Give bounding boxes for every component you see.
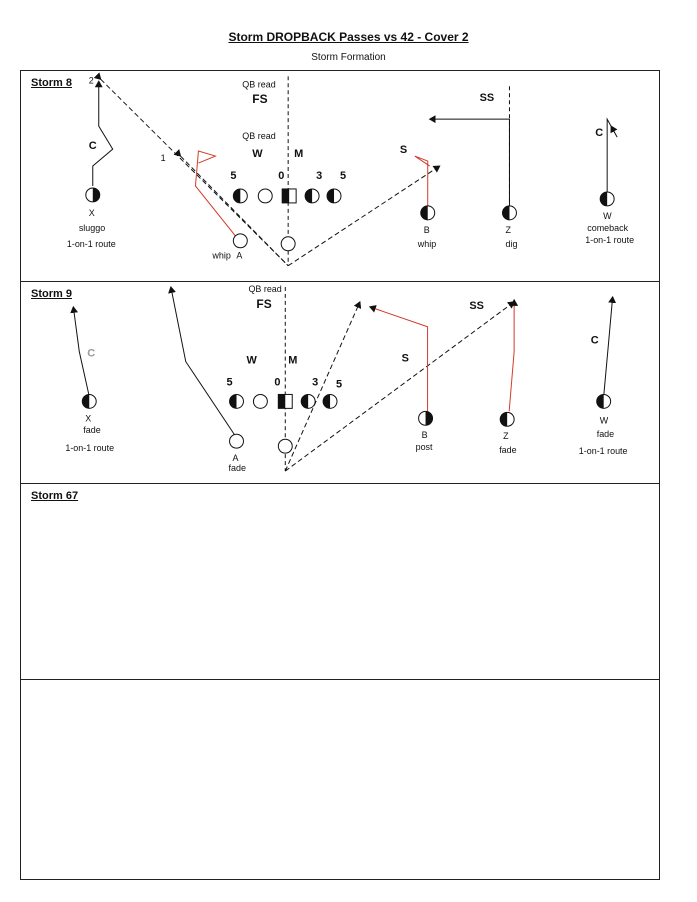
qb-read-label: QB read xyxy=(248,284,281,294)
play-diagram-storm-8: QB read FS QB read W M SS S C C 5 0 3 5 … xyxy=(67,72,634,267)
s-defender: S xyxy=(400,144,407,156)
a-label: A xyxy=(236,251,242,261)
z-route-label: fade xyxy=(499,445,516,455)
w-route xyxy=(606,117,618,193)
offensive-line xyxy=(229,393,338,409)
receiver-x xyxy=(85,187,101,203)
w-route xyxy=(603,295,617,397)
read-1-label: 1 xyxy=(161,153,166,163)
dl-3: 3 xyxy=(316,170,322,182)
a-route-label: fade xyxy=(229,463,246,473)
receiver-w xyxy=(599,191,615,207)
w-route-label: comeback xyxy=(587,223,628,233)
x-route-label: fade xyxy=(83,425,100,435)
b-route-label: whip xyxy=(417,239,436,249)
b-label: B xyxy=(422,430,428,440)
panel-title: Storm 8 xyxy=(31,77,72,89)
w-label: W xyxy=(603,211,612,221)
panel-storm-67: Storm 67 xyxy=(21,483,659,679)
b-route xyxy=(368,305,429,412)
b-route xyxy=(414,155,430,206)
s-defender: S xyxy=(402,353,409,365)
read-1-line xyxy=(173,149,289,267)
receiver-z xyxy=(501,205,517,221)
x-route xyxy=(70,305,90,397)
x-label: X xyxy=(85,413,91,423)
dl-5-right: 5 xyxy=(340,170,346,182)
w-note: 1-on-1 route xyxy=(579,446,628,456)
offensive-line xyxy=(232,188,342,204)
read-2-label: 2 xyxy=(89,75,94,85)
panel-empty xyxy=(21,679,659,879)
receiver-x xyxy=(81,393,97,409)
x-label: X xyxy=(89,208,95,218)
qb-read-label-2: QB read xyxy=(242,131,275,141)
read-line-post xyxy=(284,300,362,472)
z-label: Z xyxy=(505,225,511,235)
fs-label: FS xyxy=(252,92,267,106)
panel-storm-8: Storm 8 xyxy=(21,71,659,281)
x-route-label: sluggo xyxy=(79,223,105,233)
c-right-label: C xyxy=(591,335,599,347)
a-route-label: whip xyxy=(211,251,230,261)
panel-title: Storm 67 xyxy=(31,490,79,502)
dl-5-left: 5 xyxy=(227,376,233,388)
quarterback xyxy=(280,236,296,252)
ss-label: SS xyxy=(480,92,495,104)
qb-read-label-1: QB read xyxy=(242,79,275,89)
a-route xyxy=(168,285,236,437)
read-line-fade xyxy=(284,301,515,472)
panel-title: Storm 9 xyxy=(31,288,72,300)
receiver-b xyxy=(418,410,434,426)
a-route xyxy=(194,150,236,237)
z-route-label: dig xyxy=(505,239,517,249)
z-route xyxy=(428,115,510,206)
read-2-line xyxy=(93,72,289,267)
w-note: 1-on-1 route xyxy=(585,235,634,245)
panel-storm-9: Storm 9 QB read FS SS W xyxy=(21,281,659,483)
c-left-label: C xyxy=(87,348,95,360)
page-title: Storm DROPBACK Passes vs 42 - Cover 2 xyxy=(228,30,469,44)
w-label: W xyxy=(600,415,609,425)
z-route xyxy=(508,298,519,412)
c-left-label: C xyxy=(89,140,97,152)
x-note: 1-on-1 route xyxy=(65,443,114,453)
dl-5-right: 5 xyxy=(336,378,342,390)
receiver-b xyxy=(420,205,436,221)
page-subtitle: Storm Formation xyxy=(311,52,386,63)
w-defender: W xyxy=(246,355,257,367)
ss-label: SS xyxy=(469,300,484,312)
dl-5-left: 5 xyxy=(230,170,236,182)
b-route-label: post xyxy=(416,442,433,452)
dl-0: 0 xyxy=(278,170,284,182)
w-defender: W xyxy=(252,148,263,160)
x-route xyxy=(92,80,114,186)
read-3-line xyxy=(287,165,441,267)
dl-3: 3 xyxy=(312,376,318,388)
z-label: Z xyxy=(503,431,509,441)
x-note: 1-on-1 route xyxy=(67,239,116,249)
w-route-label: fade xyxy=(597,429,614,439)
dl-0: 0 xyxy=(274,376,280,388)
play-sheet-frame: Storm 8 xyxy=(20,70,660,880)
c-right-label: C xyxy=(595,127,603,139)
receiver-a xyxy=(229,433,244,449)
play-diagram-storm-9: QB read FS SS W M S C C 5 0 3 5 X fade xyxy=(65,284,628,473)
receiver-z xyxy=(499,411,515,427)
receiver-w xyxy=(596,393,612,409)
b-label: B xyxy=(424,225,430,235)
m-defender: M xyxy=(288,355,297,367)
fs-label: FS xyxy=(256,297,271,311)
m-defender: M xyxy=(294,148,303,160)
quarterback xyxy=(277,438,293,454)
a-label: A xyxy=(233,453,239,463)
receiver-a xyxy=(232,233,248,249)
